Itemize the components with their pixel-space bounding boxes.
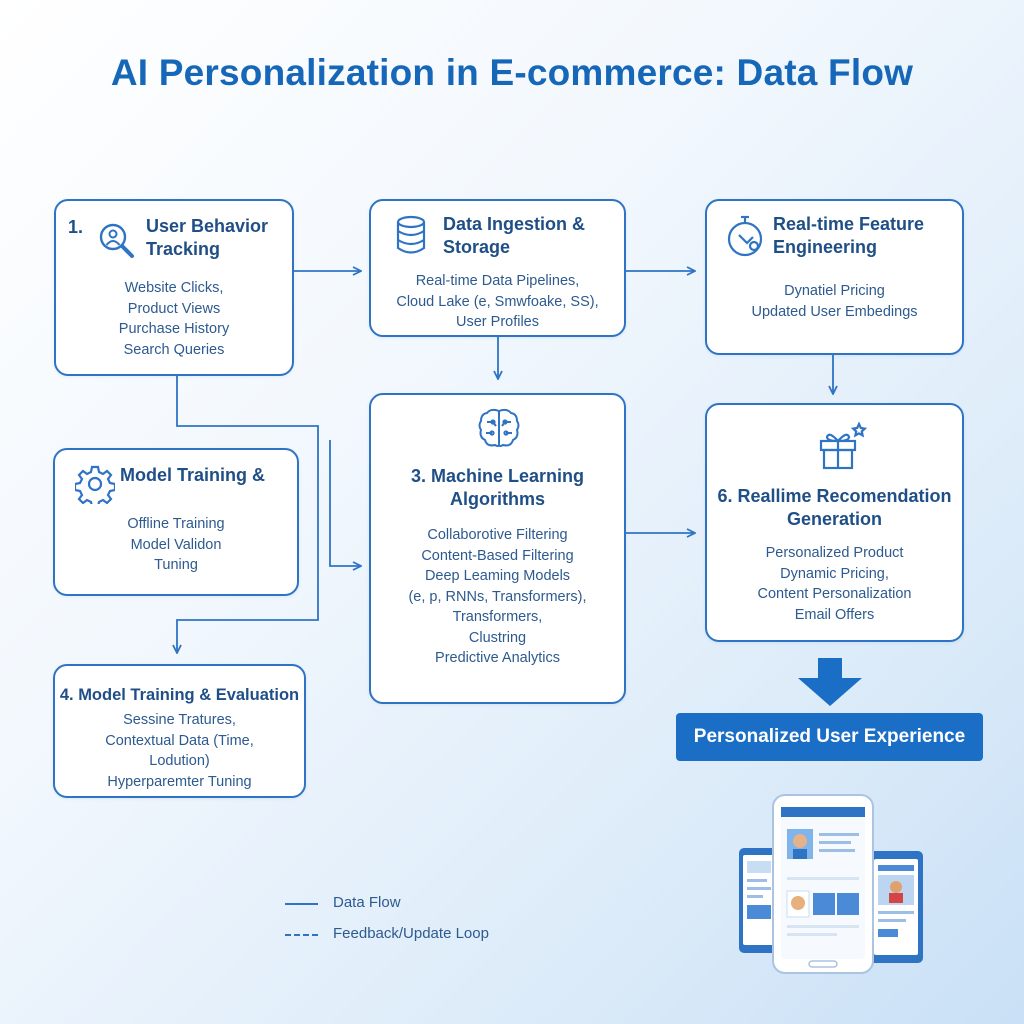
node-title-line: Tracking	[146, 239, 221, 259]
node-item: Product Views	[127, 300, 221, 317]
node-title-line: Generation	[786, 509, 883, 529]
node-item: Email Offers	[794, 606, 875, 623]
brain-icon	[478, 408, 520, 447]
node-user-behavior-tracking: 1. User Behavior Tracking Website Clicks…	[54, 199, 294, 376]
legend-label: Feedback/Update Loop	[333, 925, 489, 942]
node-item: Content-Based Filtering	[421, 547, 574, 564]
node-item: (e, p, RNNs, Transformers),	[408, 588, 587, 605]
magnifier-person-icon	[99, 223, 134, 258]
tablet-right	[869, 851, 923, 963]
legend-label: Data Flow	[333, 894, 401, 911]
legend-dashed-swatch	[285, 934, 318, 936]
database-icon	[396, 215, 426, 254]
node-item: Contextual Data (Time,	[105, 732, 254, 749]
node-item: Hyperparemter Tuning	[107, 773, 252, 790]
node-item: Content Personalization	[757, 586, 912, 602]
phone-center	[772, 794, 874, 974]
node-item: Collaborotive Filtering	[427, 527, 568, 543]
down-arrow-icon	[798, 658, 862, 706]
node-item: Search Queries	[123, 341, 225, 358]
node-item: Sessine Tratures,	[123, 712, 236, 728]
node-title-line: Data Ingestion &	[443, 214, 586, 234]
node-item: Website Clicks,	[124, 280, 224, 296]
flow-line-1-to-3	[177, 376, 319, 652]
node-item: Clustring	[468, 629, 527, 646]
node-item: Deep Leaming Models	[424, 568, 571, 584]
node-recommendation-generation: 6. Reallime Recomendation Generation Per…	[705, 403, 964, 642]
node-item: Predictive Analytics	[435, 650, 560, 666]
node-item: Purchase History	[118, 321, 230, 337]
node-title-line: Algorithms	[449, 489, 545, 509]
node-item: User Profiles	[456, 314, 539, 330]
node-item: Updated User Embedings	[751, 303, 918, 320]
node-item: Lodution)	[149, 753, 210, 769]
node-item: Dynamic Pricing,	[780, 565, 889, 582]
node-realtime-feature-engineering: Real-time Feature Engineering Dynatiel P…	[705, 199, 964, 355]
stopwatch-wrench-icon	[727, 215, 763, 257]
flow-line-to-3	[329, 440, 360, 566]
node-machine-learning-algorithms: 3. Machine Learning Algorithms Collaboro…	[369, 393, 626, 704]
node-title-line: Engineering	[773, 237, 878, 257]
node-title-line: Model Training &	[120, 465, 266, 485]
node-model-training: Model Training & Offline Training Model …	[53, 448, 299, 596]
gift-icon	[819, 421, 867, 470]
node-title-line: Real-time Feature	[773, 214, 925, 234]
node-model-training-evaluation: 4. Model Training & Evaluation Sessine T…	[53, 664, 306, 798]
node-title-line: User Behavior	[146, 216, 269, 236]
node-title-line: Storage	[443, 237, 511, 257]
devices-illustration	[739, 794, 923, 974]
node-item: Transformers,	[452, 609, 543, 625]
node-item: Cloud Lake (e, Smwfoake, SS),	[396, 293, 599, 310]
node-item: Model Validon	[130, 536, 222, 553]
node-data-ingestion-storage: Data Ingestion & Storage Real-time Data …	[369, 199, 626, 337]
node-item: Real-time Data Pipelines,	[415, 273, 580, 289]
node-item: Tuning	[154, 557, 198, 573]
tablet-left	[739, 848, 779, 953]
legend-solid-swatch	[285, 903, 318, 905]
node-title-line: 3. Machine Learning	[410, 466, 585, 486]
personalized-experience-banner: Personalized User Experience	[676, 713, 983, 761]
node-number: 1.	[68, 217, 84, 237]
node-item: Dynatiel Pricing	[784, 283, 885, 299]
node-title-line: 6. Reallime Recomendation	[717, 486, 952, 506]
gear-icon	[75, 465, 115, 504]
node-item: Offline Training	[127, 516, 225, 532]
page-title: AI Personalization in E-commerce: Data F…	[110, 52, 914, 93]
node-title-line: 4. Model Training & Evaluation	[59, 686, 300, 704]
node-item: Personalized Product	[765, 545, 904, 561]
